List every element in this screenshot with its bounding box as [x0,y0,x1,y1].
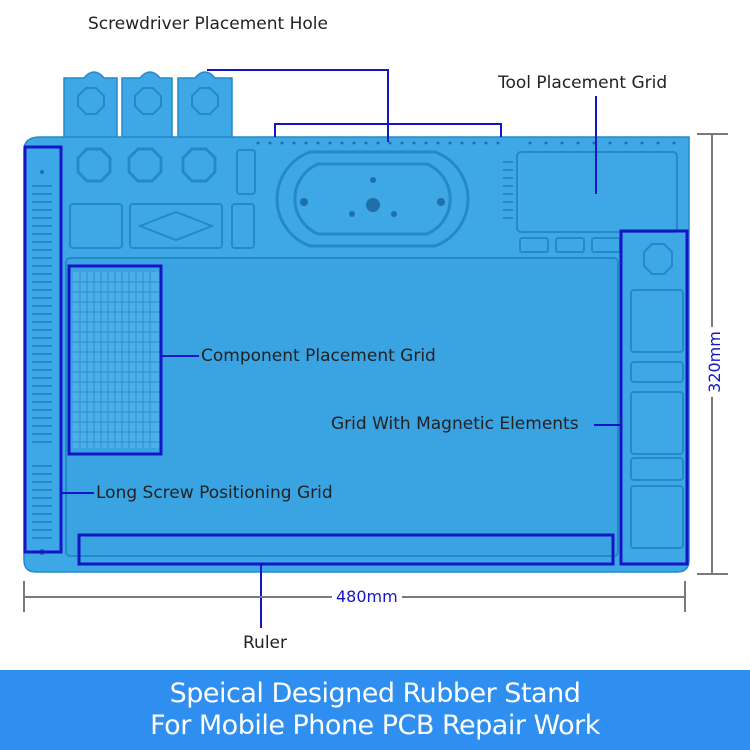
repair-mat-diagram [23,69,728,628]
work-area [65,257,619,557]
caption-banner: Speical Designed Rubber Stand For Mobile… [0,670,750,750]
screw-tray [275,150,470,248]
highlight-boxes [23,145,689,566]
octagon-holes [76,147,217,183]
caption-line-1: Speical Designed Rubber Stand [169,677,581,709]
label-long-screw-positioning-grid: Long Screw Positioning Grid [96,483,333,503]
label-screwdriver-placement-hole: Screwdriver Placement Hole [88,14,328,34]
screwdriver-tabs [63,71,233,141]
label-component-placement-grid: Component Placement Grid [201,346,436,366]
label-grid-with-magnetic-elements: Grid With Magnetic Elements [331,414,579,434]
label-ruler: Ruler [243,633,287,653]
label-tool-placement-grid: Tool Placement Grid [498,73,668,93]
dimension-height: 320mm [704,327,725,397]
leader-lines [61,69,621,628]
dimension-width: 480mm [332,589,402,605]
caption-line-2: For Mobile Phone PCB Repair Work [150,710,600,741]
